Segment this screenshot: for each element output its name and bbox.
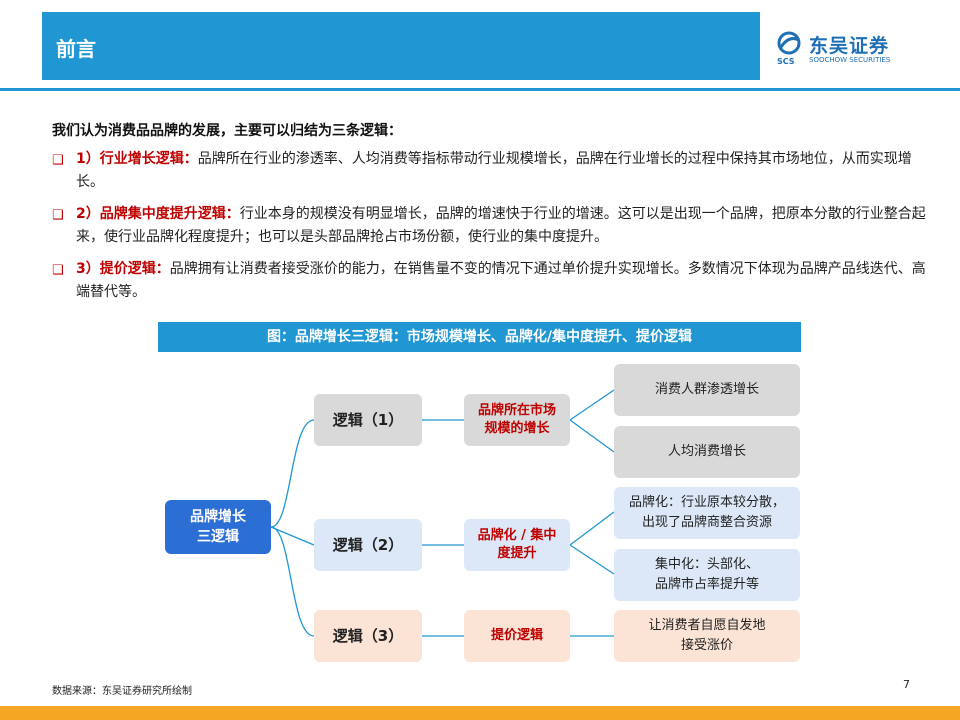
header-bar (42, 12, 760, 80)
svg-text:SCS: SCS (777, 57, 795, 66)
logo-name-en: SOOCHOW SECURITIES (809, 56, 891, 64)
mid-1-node: 品牌所在市场规模的增长 (464, 394, 570, 446)
mid-3-line1: 提价逻辑 (490, 628, 543, 643)
leaf-2-1-line1: 品牌化：行业原本较分散， (628, 495, 785, 510)
mid-2-line2: 度提升 (497, 546, 537, 561)
leaf-1-1-node: 消费人群渗透增长 (614, 364, 800, 416)
logo-name-cn: 东吴证券 (809, 35, 890, 57)
logo-mark-icon: SCS (777, 31, 801, 66)
connector-mid2-leaf2 (569, 544, 615, 575)
bullet-3-text: 品牌拥有让消费者接受涨价的能力，在销售量不变的情况下通过单价提升实现增长。多数情… (76, 261, 926, 300)
mid-2-node: 品牌化 / 集中度提升 (464, 519, 570, 571)
source-note: 数据来源：东吴证券研究所绘制 (52, 686, 192, 697)
mid-3-node: 提价逻辑 (464, 610, 570, 662)
leaf-3-1-node: 让消费者自愿自发地接受涨价 (614, 610, 800, 662)
branch-1-node: 逻辑（1） (314, 394, 422, 446)
connector-root-branch2 (270, 526, 315, 546)
leaf-3-1-line2: 接受涨价 (680, 638, 733, 653)
bullet-3-highlight: 3）提价逻辑： (76, 261, 170, 277)
bullet-1-highlight: 1）行业增长逻辑： (76, 151, 198, 167)
figure-title: 图：品牌增长三逻辑：市场规模增长、品牌化/集中度提升、提价逻辑 (158, 322, 801, 352)
root-line2: 三逻辑 (197, 529, 239, 545)
leaf-3-1-line1: 让消费者自愿自发地 (648, 618, 766, 633)
leaf-2-1-node: 品牌化：行业原本较分散， 出现了品牌商整合资源 (614, 487, 800, 539)
page-number: 7 (903, 678, 910, 691)
leaf-2-2-node: 集中化：头部化、品牌市占率提升等 (614, 549, 800, 601)
connector-mid1-leaf1 (569, 389, 615, 421)
root-node: 品牌增长三逻辑 (165, 500, 271, 554)
leaf-2-2-line1: 集中化：头部化、 (654, 557, 759, 572)
bullet-2-highlight: 2）品牌集中度提升逻辑： (76, 206, 240, 222)
checkbox-icon: ❑ (52, 208, 64, 223)
mid-2-line1: 品牌化 / 集中 (477, 528, 557, 543)
connector-mid1-leaf2 (569, 419, 615, 453)
bullet-1-text: 品牌所在行业的渗透率、人均消费等指标带动行业规模增长，品牌在行业增长的过程中保持… (76, 151, 912, 190)
bullet-2-text: 行业本身的规模没有明显增长，品牌的增速快于行业的增速。这可以是出现一个品牌，把原… (76, 206, 926, 245)
leaf-1-2-node: 人均消费增长 (614, 426, 800, 478)
checkbox-icon: ❑ (52, 263, 64, 278)
intro-text: 我们认为消费品品牌的发展，主要可以归结为三条逻辑： (52, 123, 402, 139)
branch-2-node: 逻辑（2） (314, 519, 422, 571)
mid-1-line2: 规模的增长 (484, 421, 550, 436)
connector-root-branch1 (270, 419, 315, 528)
leaf-2-1-line2: 出现了品牌商整合资源 (641, 515, 772, 530)
page-title: 前言 (56, 37, 96, 61)
branch-3-node: 逻辑（3） (314, 610, 422, 662)
checkbox-icon: ❑ (52, 153, 64, 168)
mid-1-line1: 品牌所在市场 (477, 403, 556, 418)
company-logo: SCS 东吴证券 SOOCHOW SECURITIES (775, 31, 925, 71)
connector-mid2-leaf1 (569, 511, 615, 546)
leaf-2-2-line2: 品牌市占率提升等 (654, 577, 759, 592)
connector-root-branch3 (270, 526, 315, 637)
root-line1: 品牌增长 (190, 509, 246, 525)
header-divider (0, 88, 960, 91)
footer-bar (0, 706, 960, 720)
